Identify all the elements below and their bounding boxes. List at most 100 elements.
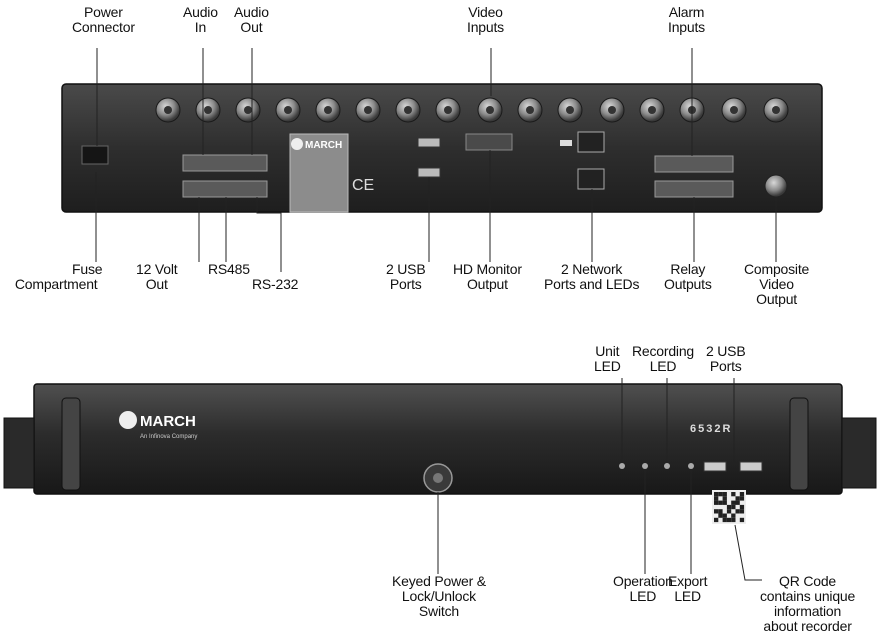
- march-logo-rear: MARCH: [291, 138, 342, 151]
- alarm-terminal-block: [654, 155, 734, 173]
- audio-terminal-block: [182, 154, 268, 172]
- qr-module: [731, 492, 736, 497]
- qr-module: [714, 500, 719, 505]
- qr-module: [714, 496, 719, 501]
- front-usb-port-1: [703, 461, 727, 472]
- qr-code: [712, 490, 746, 524]
- qr-module: [735, 509, 740, 514]
- front-panel: MARCH An Infinova Company 6532R: [3, 383, 877, 524]
- bnc-pin-7: [404, 106, 412, 114]
- bnc-pin-15: [730, 106, 738, 114]
- bnc-pin-6: [364, 106, 372, 114]
- network-port-1: [577, 131, 605, 153]
- power-rs-terminal-block: [182, 180, 268, 198]
- qr-module: [735, 496, 740, 501]
- qr-module: [726, 509, 732, 514]
- hdmi-port: [465, 133, 513, 151]
- rear-usb-port-1: [417, 137, 441, 148]
- export-led: [688, 463, 694, 469]
- svg-text:MARCH: MARCH: [305, 140, 342, 151]
- qr-module: [726, 517, 732, 523]
- bnc-pin-13: [648, 106, 656, 114]
- bnc-pin-12: [608, 106, 616, 114]
- rear-usb-port-2: [417, 167, 441, 178]
- model-number: 6532R: [690, 423, 732, 435]
- qr-module: [722, 513, 727, 518]
- front-usb-port-2: [739, 461, 763, 472]
- operation-led: [642, 463, 648, 469]
- bnc-pin-3: [244, 106, 252, 114]
- qr-module: [714, 492, 719, 497]
- bnc-pin-11: [566, 106, 574, 114]
- svg-text:An Infinova Company: An Infinova Company: [140, 434, 197, 440]
- recording-led: [664, 463, 670, 469]
- label-rs232: RS-232: [252, 276, 299, 292]
- qr-module: [735, 500, 740, 505]
- qr-module: [718, 500, 723, 505]
- rack-ear-right: [841, 417, 877, 489]
- qr-module: [739, 517, 745, 523]
- qr-module: [718, 492, 723, 497]
- svg-text:MARCH: MARCH: [140, 413, 196, 430]
- bnc-pin-2: [204, 106, 212, 114]
- bnc-pin-16: [772, 106, 780, 114]
- network-port-2: [577, 168, 605, 190]
- bnc-pin-5: [324, 106, 332, 114]
- qr-module: [722, 496, 727, 501]
- qr-module: [714, 517, 719, 523]
- qr-module: [722, 492, 727, 497]
- qr-module: [714, 509, 719, 514]
- composite-bnc: [764, 174, 788, 198]
- unit-led: [619, 463, 625, 469]
- handle-left: [61, 397, 81, 491]
- bnc-pin-9: [486, 106, 494, 114]
- relay-terminal-block: [654, 180, 734, 198]
- qr-module: [739, 509, 745, 514]
- ce-mark: CE: [352, 177, 374, 194]
- bnc-pin-4: [284, 106, 292, 114]
- qr-module: [731, 500, 736, 505]
- qr-module: [718, 513, 723, 518]
- qr-module: [718, 509, 723, 514]
- qr-module: [739, 504, 745, 510]
- qr-module: [731, 504, 736, 510]
- march-logo-front: MARCH An Infinova Company: [119, 411, 197, 440]
- label-rs485: RS485: [208, 261, 250, 277]
- rear-panel: MARCH CE: [61, 83, 823, 213]
- qr-module: [731, 517, 736, 523]
- network-led: [560, 140, 572, 146]
- qr-module: [722, 500, 727, 505]
- qr-module: [739, 492, 745, 497]
- bnc-connector-row: [155, 97, 789, 123]
- bnc-pin-10: [526, 106, 534, 114]
- qr-module: [722, 517, 727, 523]
- handle-right: [789, 397, 809, 491]
- bnc-pin-8: [444, 106, 452, 114]
- qr-module: [739, 496, 745, 501]
- power-connector-socket: [81, 145, 109, 165]
- qr-module: [726, 504, 732, 510]
- key-slot: [433, 473, 443, 483]
- qr-module: [731, 513, 736, 518]
- rack-ear-left: [3, 417, 35, 489]
- leader-lines: [95, 48, 777, 581]
